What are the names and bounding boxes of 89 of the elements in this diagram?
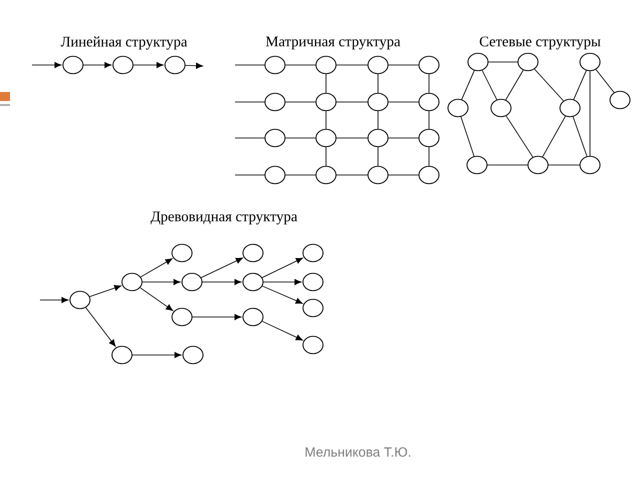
- circle-node: [182, 272, 202, 292]
- circle-node: [368, 92, 388, 112]
- arrow: [133, 62, 164, 68]
- arrow: [85, 307, 116, 347]
- circle-node: [62, 56, 84, 74]
- circle-node: [518, 52, 538, 72]
- connector-line: [460, 116, 474, 157]
- author-name: Мельникова Т.Ю.: [306, 447, 410, 457]
- connector-line: [487, 164, 528, 166]
- arrow: [200, 258, 243, 278]
- circle-node: [172, 308, 192, 326]
- circle-node: [172, 244, 192, 262]
- section-title: Сетевые структуры: [480, 36, 600, 50]
- circle-node: [528, 156, 548, 174]
- circle-node: [560, 98, 580, 118]
- arrow: [89, 285, 122, 298]
- circle-node: [70, 290, 90, 310]
- connector-line: [388, 174, 419, 176]
- connector-line: [505, 70, 524, 100]
- circle-node: [112, 56, 134, 74]
- circle-node: [490, 98, 512, 118]
- circle-node: [302, 272, 324, 292]
- circle-node: [242, 244, 264, 262]
- circle-node: [302, 336, 324, 354]
- circle-node: [468, 52, 488, 72]
- section-title: Линейная структура: [60, 36, 188, 50]
- circle-node: [610, 90, 630, 110]
- connector-line: [234, 64, 265, 66]
- arrow: [192, 314, 242, 320]
- connector-line: [461, 70, 475, 100]
- circle-node: [112, 346, 132, 364]
- circle-node: [580, 52, 600, 72]
- arrow: [132, 352, 182, 358]
- circle-node: [466, 156, 488, 174]
- connector-line: [336, 64, 368, 66]
- circle-node: [368, 56, 388, 74]
- circle-node: [368, 128, 388, 148]
- circle-node: [418, 56, 440, 74]
- arrow: [262, 286, 303, 304]
- arrow: [140, 258, 172, 278]
- connector-line: [234, 174, 265, 176]
- connector-line: [336, 174, 368, 176]
- connector-line: [506, 116, 534, 158]
- connector-line: [596, 69, 614, 93]
- arrow: [140, 287, 174, 311]
- connector-line: [572, 116, 588, 157]
- circle-node: [316, 166, 336, 184]
- circle-node: [242, 308, 264, 326]
- circle-node: [448, 98, 468, 118]
- connector-line: [428, 74, 430, 94]
- connector-line: [388, 64, 419, 66]
- connector-line: [428, 110, 430, 130]
- circle-node: [302, 244, 324, 262]
- circle-node: [418, 166, 440, 184]
- connector-line: [548, 164, 580, 166]
- circle-node: [264, 92, 286, 112]
- section-title: Матричная структура: [266, 36, 400, 50]
- connector-line: [534, 68, 564, 102]
- circle-node: [264, 166, 286, 184]
- circle-node: [580, 156, 600, 174]
- circle-node: [264, 56, 286, 74]
- connector-line: [285, 64, 316, 66]
- arrow: [185, 62, 203, 69]
- connector-line: [542, 116, 566, 158]
- circle-node: [368, 166, 388, 184]
- circle-node: [264, 128, 286, 148]
- circle-node: [302, 298, 324, 318]
- connector-line: [285, 174, 316, 176]
- section-title: Древовидная структура: [150, 212, 298, 224]
- circle-node: [418, 128, 440, 148]
- circle-node: [316, 128, 336, 148]
- arrow: [32, 62, 62, 68]
- circle-node: [242, 272, 264, 292]
- circle-node: [164, 56, 186, 74]
- arrow: [263, 279, 302, 285]
- arrow: [262, 320, 303, 340]
- circle-node: [418, 92, 440, 112]
- circle-node: [316, 56, 336, 74]
- connector-line: [482, 70, 498, 100]
- circle-node: [182, 346, 204, 364]
- arrow: [142, 279, 180, 285]
- arrow: [83, 62, 112, 68]
- arrow: [262, 258, 303, 278]
- circle-node: [122, 272, 142, 292]
- connector-line: [428, 146, 430, 166]
- arrow: [40, 297, 68, 303]
- circle-node: [316, 92, 336, 112]
- arrow: [202, 279, 242, 285]
- connector-line: [573, 70, 587, 100]
